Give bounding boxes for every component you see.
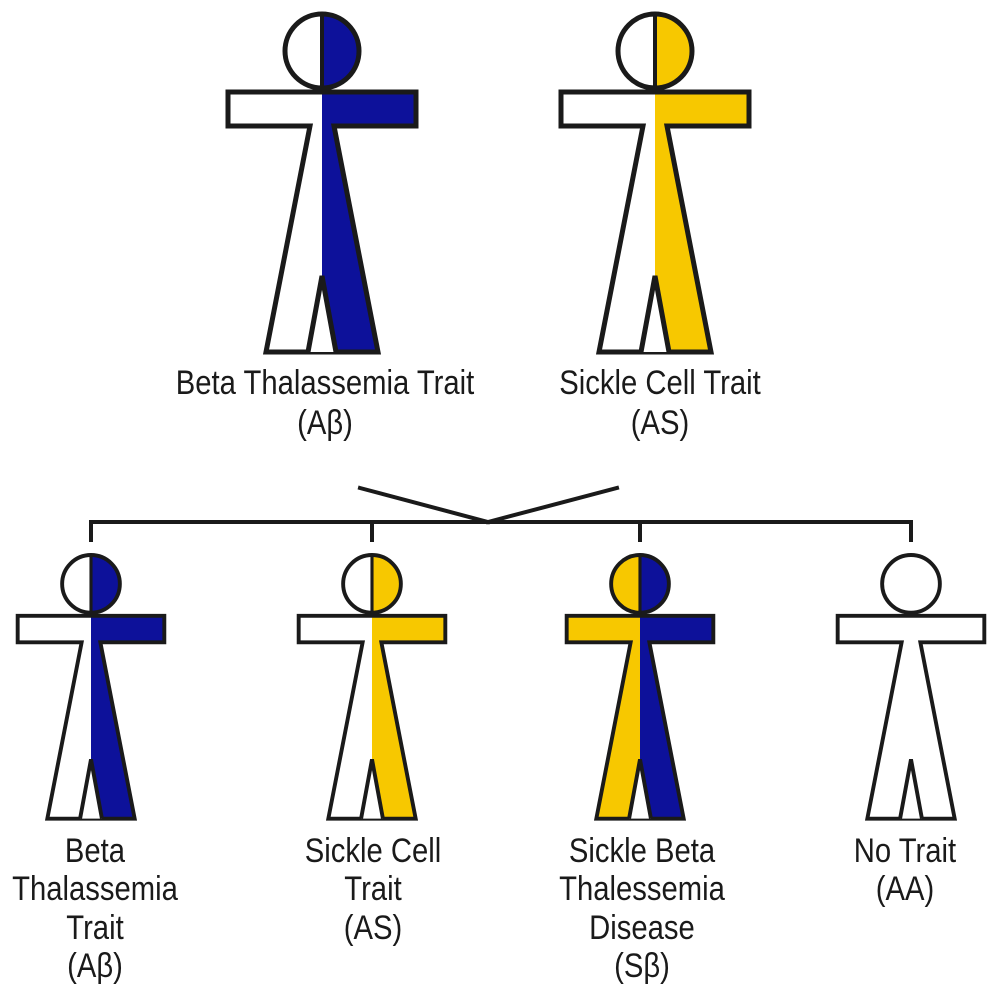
parent-beta-leg-gap	[305, 275, 339, 353]
child-sickle-beta-body-left	[566, 615, 640, 819]
child-sickle-beta-body-right	[640, 615, 714, 819]
child-beta-figure	[15, 553, 167, 821]
child-sickle-beta-leg-gap	[627, 759, 653, 819]
child-no-trait-head-right	[911, 555, 940, 613]
parent-beta-body-right	[322, 92, 416, 352]
child-sickle-beta-label-line-2: Thalessemia	[559, 870, 725, 909]
parent-sickle-figure	[558, 11, 752, 355]
child-no-trait-body-right	[911, 615, 985, 819]
child-sickle-body-left	[298, 615, 372, 819]
parent-sickle-leg-gap	[638, 275, 672, 353]
parent-beta-label: Beta Thalassemia Trait (Aβ)	[144, 363, 505, 443]
parent-beta-head-right	[322, 14, 359, 88]
child-no-trait-head-outline	[880, 553, 942, 615]
connector-parent-left	[357, 485, 491, 525]
parent-sickle-head-left	[618, 14, 655, 88]
child-beta-body-right	[91, 615, 165, 819]
child-sickle-beta-body-outline	[564, 613, 716, 821]
child-no-trait-label: No Trait (AA)	[789, 832, 1000, 909]
figures-layer	[15, 11, 987, 821]
child-sickle-label-line-1: Sickle Cell	[304, 832, 442, 870]
child-no-trait-label-line-2: (AA)	[875, 870, 935, 909]
parent-sickle-body-outline	[558, 89, 752, 355]
child-sickle-figure	[296, 553, 448, 821]
parent-beta-body-outline	[225, 89, 419, 355]
parent-sickle-body-right	[655, 92, 749, 352]
child-sickle-leg-gap	[359, 759, 385, 819]
parent-beta-figure	[225, 11, 419, 355]
child-no-trait-head-left	[882, 555, 911, 613]
inheritance-connector	[89, 485, 913, 542]
child-sickle-beta-head-right	[640, 555, 669, 613]
child-sickle-beta-label-line-4: (Sβ)	[614, 947, 670, 986]
child-no-trait-leg-gap	[898, 759, 924, 819]
child-sickle-beta-figure	[564, 553, 716, 821]
connector-parent-right	[485, 485, 620, 525]
parent-sickle-body-left	[561, 92, 655, 352]
child-beta-label-line-3: Trait	[66, 908, 124, 947]
parent-beta-label-genotype: (Aβ)	[297, 404, 353, 443]
parent-sickle-head-right	[655, 14, 692, 88]
child-beta-label-line-1: Beta	[64, 832, 126, 870]
child-beta-head-left	[62, 555, 91, 613]
child-sickle-head-right	[372, 555, 401, 613]
child-beta-label: Beta Thalassemia Trait (Aβ)	[0, 832, 211, 986]
parent-beta-label-name: Beta Thalassemia Trait	[175, 364, 475, 402]
child-sickle-beta-label-line-3: Disease	[589, 908, 695, 947]
child-sickle-label-line-3: (AS)	[343, 908, 403, 947]
child-beta-head-right	[91, 555, 120, 613]
child-sickle-body-outline	[296, 613, 448, 821]
parent-beta-head-left	[285, 14, 322, 88]
child-sickle-body-right	[372, 615, 446, 819]
child-sickle-label-line-2: Trait	[344, 870, 402, 909]
parent-beta-body-left	[228, 92, 322, 352]
child-no-trait-body-left	[837, 615, 911, 819]
child-sickle-beta-label-line-1: Sickle Beta	[568, 832, 716, 870]
child-beta-body-outline	[15, 613, 167, 821]
child-sickle-label: Sickle Cell Trait (AS)	[257, 832, 489, 947]
child-no-trait-label-line-1: No Trait	[853, 832, 957, 870]
parent-sickle-label: Sickle Cell Trait (AS)	[479, 363, 840, 443]
child-no-trait-figure	[835, 553, 987, 821]
child-sickle-beta-head-left	[611, 555, 640, 613]
child-beta-leg-gap	[78, 759, 104, 819]
child-beta-body-left	[17, 615, 92, 819]
child-beta-label-line-2: Thalassemia	[12, 870, 178, 909]
child-beta-label-line-4: (Aβ)	[67, 947, 123, 986]
parent-sickle-label-genotype: (AS)	[630, 404, 690, 443]
child-no-trait-body-outline	[835, 613, 987, 821]
child-sickle-head-left	[343, 555, 372, 613]
parent-sickle-label-name: Sickle Cell Trait	[559, 364, 761, 402]
child-sickle-beta-label: Sickle Beta Thalessemia Disease (Sβ)	[526, 832, 758, 986]
